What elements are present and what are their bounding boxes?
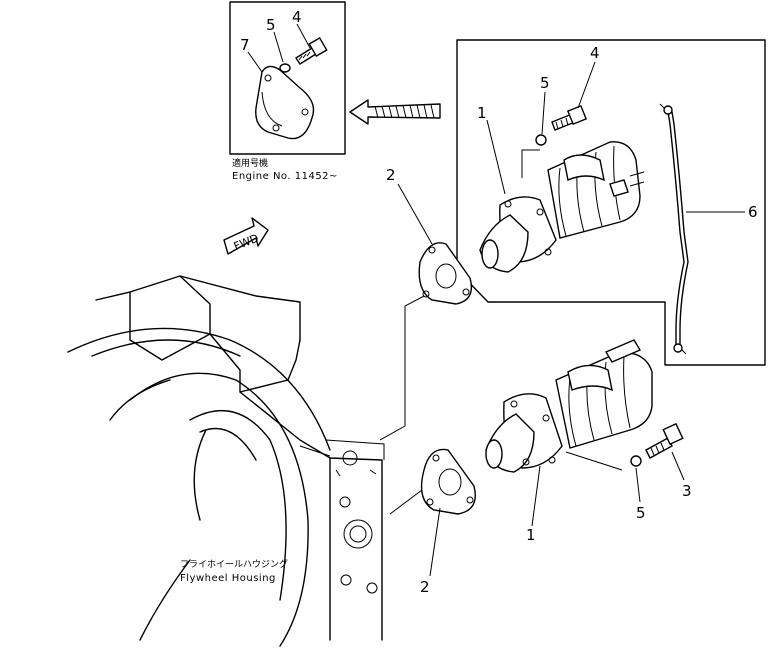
fwd-arrow: FWD	[223, 217, 269, 255]
leader-upper-washer-ext	[521, 149, 540, 178]
inset-engine-label: Engine No. 11452~	[232, 171, 338, 182]
leader-lower-5	[635, 467, 641, 503]
callout-upper-gasket: 2	[386, 166, 396, 184]
leader-inset-4	[296, 23, 311, 49]
callout-lower-starter: 1	[526, 526, 536, 544]
upper-bolt	[551, 104, 588, 131]
upper-washer	[535, 134, 547, 146]
inset-frame	[229, 1, 346, 155]
callout-cable: 6	[748, 203, 758, 221]
housing-label-jp: フライホイールハウジング	[180, 558, 288, 570]
leader-lower-gasket-mount	[389, 489, 423, 515]
leader-upper-2	[397, 183, 433, 245]
callout-lower-bolt: 3	[682, 482, 692, 500]
lower-gasket	[420, 448, 476, 515]
callout-inset-cover: 7	[240, 36, 250, 54]
inset-applicability-jp: 適用号機	[232, 157, 268, 169]
inset-panel: 4 5 7	[229, 1, 346, 155]
inset-bolt	[295, 36, 328, 65]
leader-lower-2	[429, 507, 441, 577]
leader-lower-1	[531, 465, 541, 527]
leader-lower-washer-ext	[565, 451, 623, 471]
upper-starter-motor	[479, 141, 645, 273]
lower-bolt	[645, 422, 684, 459]
battery-cable	[659, 103, 689, 355]
callout-lower-gasket: 2	[420, 578, 430, 596]
leader-upper-gasket-mount	[379, 295, 425, 441]
callout-lower-washer: 5	[636, 504, 646, 522]
leader-inset-5	[273, 31, 284, 63]
cover-plate	[255, 65, 315, 140]
callout-inset-bolt: 4	[292, 8, 302, 26]
leader-inset-7	[247, 51, 263, 73]
callout-upper-bolt: 4	[590, 44, 600, 62]
callout-upper-starter: 1	[477, 104, 487, 122]
flywheel-housing	[67, 275, 385, 647]
upper-gasket	[418, 242, 473, 305]
callout-upper-washer: 5	[540, 74, 550, 92]
leader-upper-5	[541, 91, 546, 135]
leader-upper-4	[577, 61, 596, 109]
callout-inset-washer: 5	[266, 16, 276, 34]
leader-lower-3	[671, 451, 685, 481]
housing-label-en: Flywheel Housing	[180, 573, 276, 584]
reference-arrow	[349, 99, 441, 125]
inset-washer	[279, 63, 291, 73]
lower-washer	[630, 455, 642, 467]
lower-starter-motor	[485, 339, 653, 473]
leader-upper-1	[486, 119, 506, 195]
